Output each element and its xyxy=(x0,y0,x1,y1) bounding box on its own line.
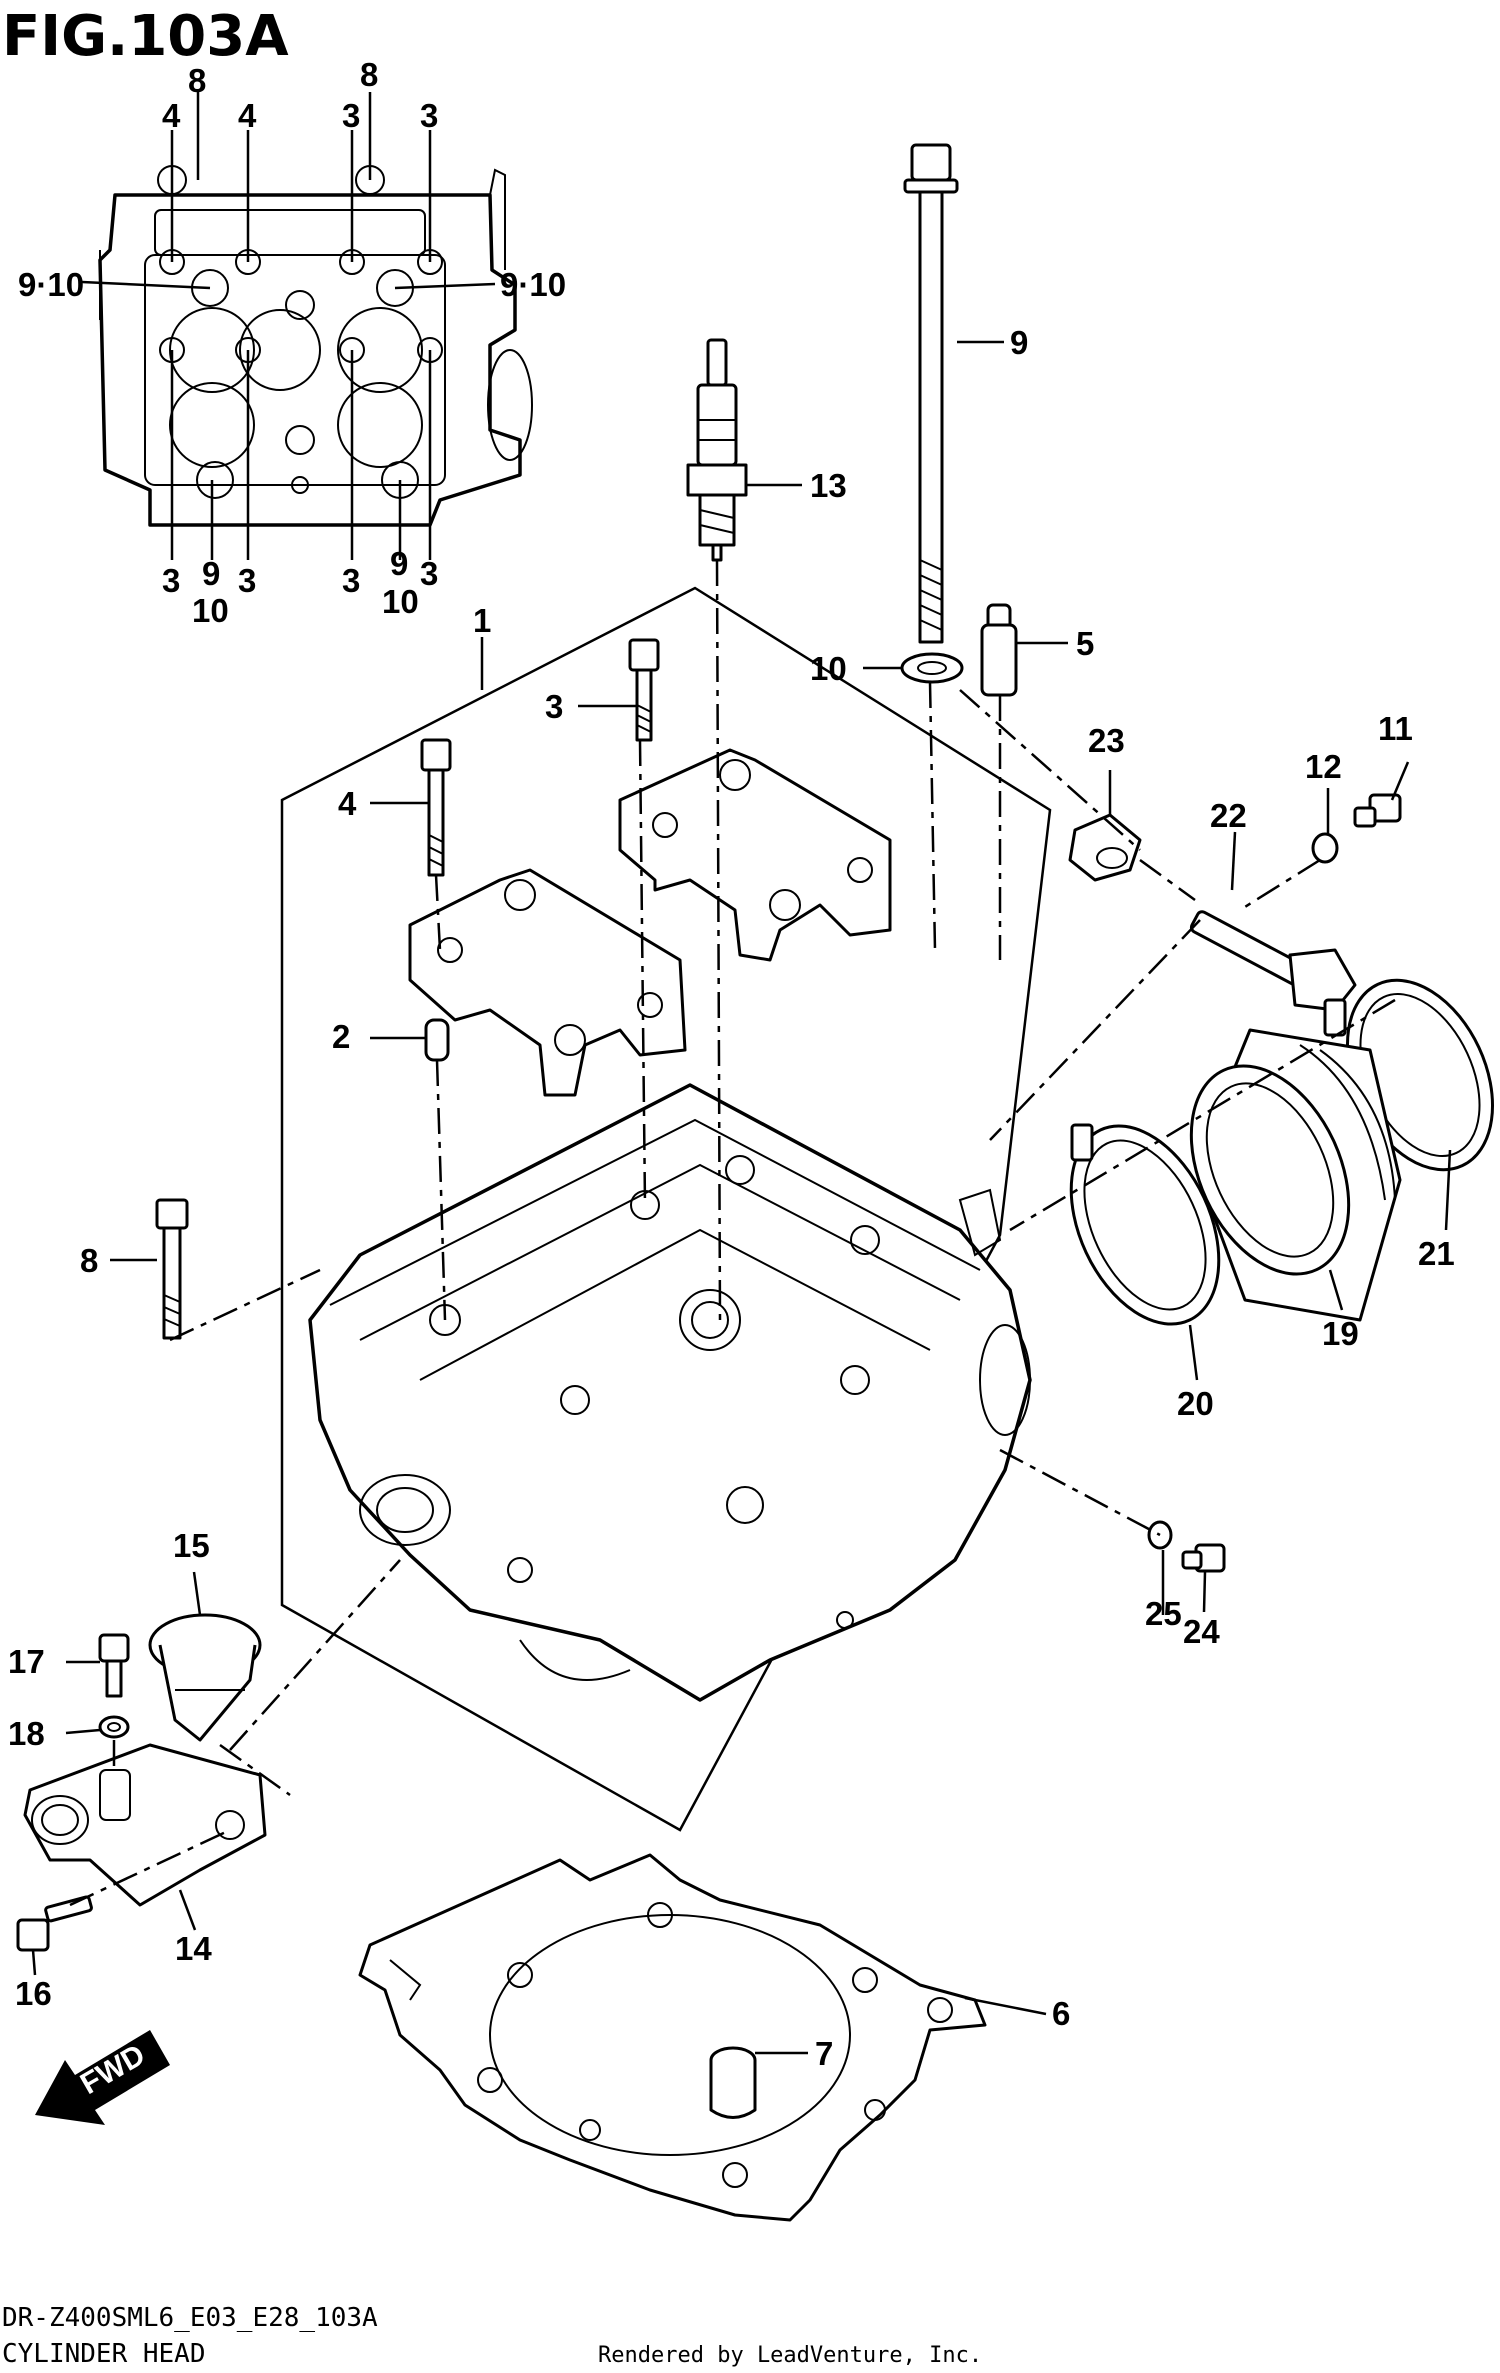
inset-callout: 3 xyxy=(420,555,438,592)
callout-5: 5 xyxy=(1076,625,1094,662)
cylinder-head-top-view xyxy=(98,165,533,527)
figure-title: FIG.103A xyxy=(2,4,289,69)
callout-23: 23 xyxy=(1088,722,1125,759)
main-callouts: 1 2 3 4 5 6 7 8 9 10 11 12 13 14 15 16 1… xyxy=(8,324,1455,2072)
head-bolt-9 xyxy=(903,143,959,644)
assembly-dashed-lines xyxy=(69,559,1396,1907)
fwd-direction-arrow: FWD xyxy=(35,2030,170,2125)
inset-callout: 9 xyxy=(390,545,408,582)
intake-clamp-20 xyxy=(1069,1123,1221,1326)
callout-2: 2 xyxy=(332,1018,350,1055)
render-credit: Rendered by LeadVenture, Inc. xyxy=(598,2343,982,2368)
callout-15: 15 xyxy=(173,1527,210,1564)
inset-callout: 9·10 xyxy=(500,266,566,303)
inset-callout: 10 xyxy=(382,583,419,620)
dowel-pin-2 xyxy=(424,1018,450,1062)
callout-8: 8 xyxy=(80,1242,98,1279)
inset-callout: 8 xyxy=(360,56,378,93)
cylinder-head-body xyxy=(308,1083,1032,1702)
bolt-3 xyxy=(628,638,660,742)
plug-bolt-24 xyxy=(1181,1543,1226,1573)
inset-callout: 8 xyxy=(188,62,206,99)
inset-callout: 3 xyxy=(342,562,360,599)
callout-6: 6 xyxy=(1052,1995,1070,2032)
bolt-16 xyxy=(16,1895,93,1952)
callout-16: 16 xyxy=(15,1975,52,2012)
thermostat-cover-14 xyxy=(23,1743,267,1907)
bolt-4 xyxy=(420,738,452,877)
bolt-8 xyxy=(155,1198,189,1340)
oil-gallery-plug-5 xyxy=(980,603,1018,697)
washer-10 xyxy=(900,652,964,684)
callout-14: 14 xyxy=(175,1930,212,1967)
callout-4: 4 xyxy=(338,785,357,822)
callout-21: 21 xyxy=(1418,1235,1455,1272)
inset-callout: 4 xyxy=(238,97,257,134)
thermostat-15 xyxy=(148,1613,262,1742)
callout-11: 11 xyxy=(1378,710,1413,747)
cap-nut-23 xyxy=(1068,813,1142,882)
inset-callout: 4 xyxy=(162,97,181,134)
callout-18: 18 xyxy=(8,1715,45,1752)
spark-plug-13 xyxy=(686,338,748,562)
callout-7: 7 xyxy=(815,2035,833,2072)
callout-9: 9 xyxy=(1010,324,1028,361)
inset-leaders xyxy=(81,92,496,560)
callout-12: 12 xyxy=(1305,748,1342,785)
section-name: CYLINDER HEAD xyxy=(2,2339,206,2369)
callout-19: 19 xyxy=(1322,1315,1359,1352)
inset-callout: 9·10 xyxy=(18,266,84,303)
inset-callout: 10 xyxy=(192,592,229,629)
callout-3: 3 xyxy=(545,688,563,725)
callout-25: 25 xyxy=(1145,1595,1182,1632)
head-gasket-6 xyxy=(358,1853,987,2222)
intake-pipe-19 xyxy=(1189,1028,1402,1322)
washer-12 xyxy=(1311,832,1339,864)
callout-22: 22 xyxy=(1210,797,1247,834)
inset-callout: 9 xyxy=(202,555,220,592)
o-ring-18 xyxy=(98,1715,130,1739)
bolt-11 xyxy=(1353,793,1402,828)
callout-10: 10 xyxy=(810,650,847,687)
model-code: DR-Z400SML6_E03_E28_103A xyxy=(2,2303,378,2333)
inset-callout: 3 xyxy=(162,562,180,599)
inset-callout: 3 xyxy=(342,97,360,134)
callout-24: 24 xyxy=(1183,1613,1220,1650)
callout-17: 17 xyxy=(8,1643,45,1680)
camshaft-holder-upper xyxy=(618,748,892,962)
inset-callouts: 8 8 4 4 3 3 9·10 9·10 3 9 10 3 3 9 10 3 xyxy=(18,56,566,629)
callout-13: 13 xyxy=(810,467,847,504)
dowel-pin-7 xyxy=(709,2046,757,2119)
callout-leaders xyxy=(31,340,1452,2055)
inset-callout: 3 xyxy=(238,562,256,599)
camshaft-holder-lower xyxy=(408,868,687,1097)
callout-20: 20 xyxy=(1177,1385,1214,1422)
bolt-17 xyxy=(98,1633,130,1698)
stud-bolt-22 xyxy=(1189,910,1357,1012)
callout-1: 1 xyxy=(473,602,491,639)
inset-callout: 3 xyxy=(420,97,438,134)
